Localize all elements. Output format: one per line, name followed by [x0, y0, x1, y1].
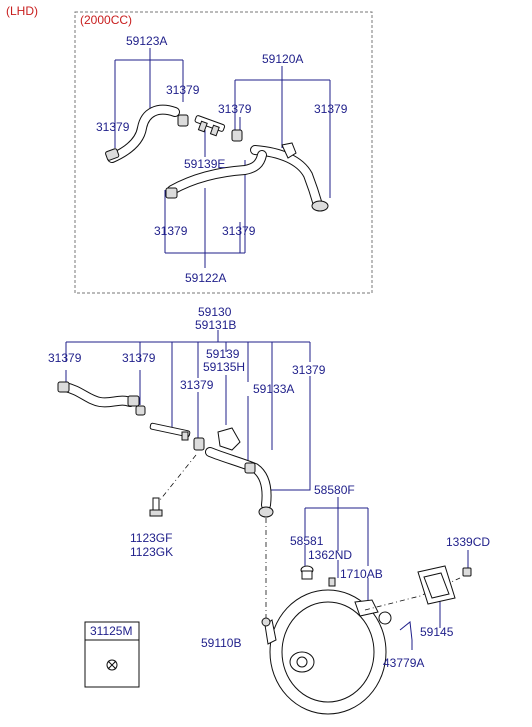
callout-59139: 59139: [206, 347, 240, 361]
callout-59110B: 59110B: [201, 636, 241, 650]
callout-58581: 58581: [290, 534, 324, 548]
top-hose-group: [105, 48, 331, 268]
callout-1123GF: 1123GF: [130, 531, 172, 545]
callout-31379-g: 31379: [48, 351, 82, 365]
middle-hose-group: [57, 330, 311, 518]
callout-58580F: 58580F: [314, 483, 355, 497]
callout-31379-c: 31379: [218, 102, 252, 116]
callout-31379-j: 31379: [292, 363, 326, 377]
callout-31379-a: 31379: [166, 83, 200, 97]
callout-1362ND: 1362ND: [308, 548, 352, 562]
callout-59130: 59130: [198, 305, 232, 319]
callout-31379-d: 31379: [314, 102, 348, 116]
booster-group: [261, 497, 472, 715]
callout-59133A: 59133A: [253, 382, 294, 396]
callout-59145: 59145: [420, 625, 454, 639]
callout-31379-h: 31379: [122, 351, 156, 365]
callout-31125M: 31125M: [90, 624, 132, 638]
callout-59131B: 59131B: [195, 318, 236, 332]
engine-tag: (2000CC): [80, 13, 132, 27]
callout-59122A: 59122A: [185, 271, 226, 285]
engine-variant-frame: [74, 11, 373, 294]
callout-43779A: 43779A: [383, 656, 424, 670]
callout-59120A: 59120A: [262, 52, 303, 66]
callout-1123GK: 1123GK: [130, 545, 173, 559]
variant-tag: (LHD): [6, 4, 38, 18]
callout-1710AB: 1710AB: [340, 567, 383, 581]
callout-31379-i: 31379: [180, 378, 214, 392]
callout-59123A: 59123A: [126, 34, 167, 48]
callout-1339CD: 1339CD: [446, 535, 490, 549]
callout-31379-b: 31379: [96, 120, 130, 134]
callout-31379-f: 31379: [222, 224, 256, 238]
callout-59135H: 59135H: [203, 360, 245, 374]
inset-box-31125M: [84, 621, 140, 688]
callout-31379-e: 31379: [154, 224, 188, 238]
callout-59139E: 59139E: [184, 157, 225, 171]
